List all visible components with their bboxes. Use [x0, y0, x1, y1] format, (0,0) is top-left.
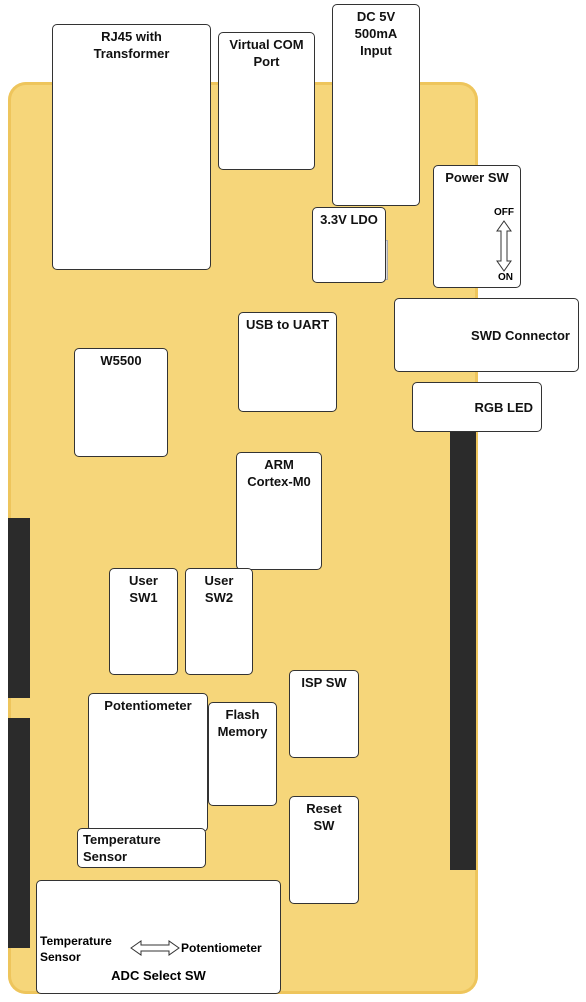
- left-pin-header-bottom: [8, 718, 30, 948]
- off-label: OFF: [494, 207, 514, 218]
- reset-sw-label: Reset SW: [289, 796, 359, 904]
- adc-select-label: ADC Select SW: [111, 968, 206, 983]
- left-pin-header-top: [8, 518, 30, 698]
- double-arrow-vertical-icon: [496, 220, 512, 272]
- user-sw2-label: User SW2: [185, 568, 253, 675]
- user-sw1-label: User SW1: [109, 568, 178, 675]
- double-arrow-horizontal-icon: [130, 940, 180, 956]
- adc-potentiometer-label: Potentiometer: [181, 941, 262, 955]
- w5500-label: W5500: [74, 348, 168, 457]
- swd-connector-label: SWD Connector: [394, 298, 579, 372]
- rj45-label: RJ45 with Transformer: [52, 24, 211, 270]
- temperature-sensor-label: Temperature Sensor: [77, 828, 206, 868]
- rgb-led-label: RGB LED: [412, 382, 542, 432]
- flash-memory-label: Flash Memory: [208, 702, 277, 806]
- adc-select-box: [36, 880, 281, 994]
- usb-uart-label: USB to UART: [238, 312, 337, 412]
- on-label: ON: [498, 272, 513, 283]
- dc-input-label: DC 5V 500mA Input: [332, 4, 420, 206]
- ldo-label: 3.3V LDO: [312, 207, 386, 283]
- isp-sw-label: ISP SW: [289, 670, 359, 758]
- potentiometer-label: Potentiometer: [88, 693, 208, 832]
- virtual-com-label: Virtual COM Port: [218, 32, 315, 170]
- right-pin-header: [450, 430, 476, 870]
- adc-temperature-label: Temperature Sensor: [40, 934, 112, 964]
- arm-cortex-label: ARM Cortex-M0: [236, 452, 322, 570]
